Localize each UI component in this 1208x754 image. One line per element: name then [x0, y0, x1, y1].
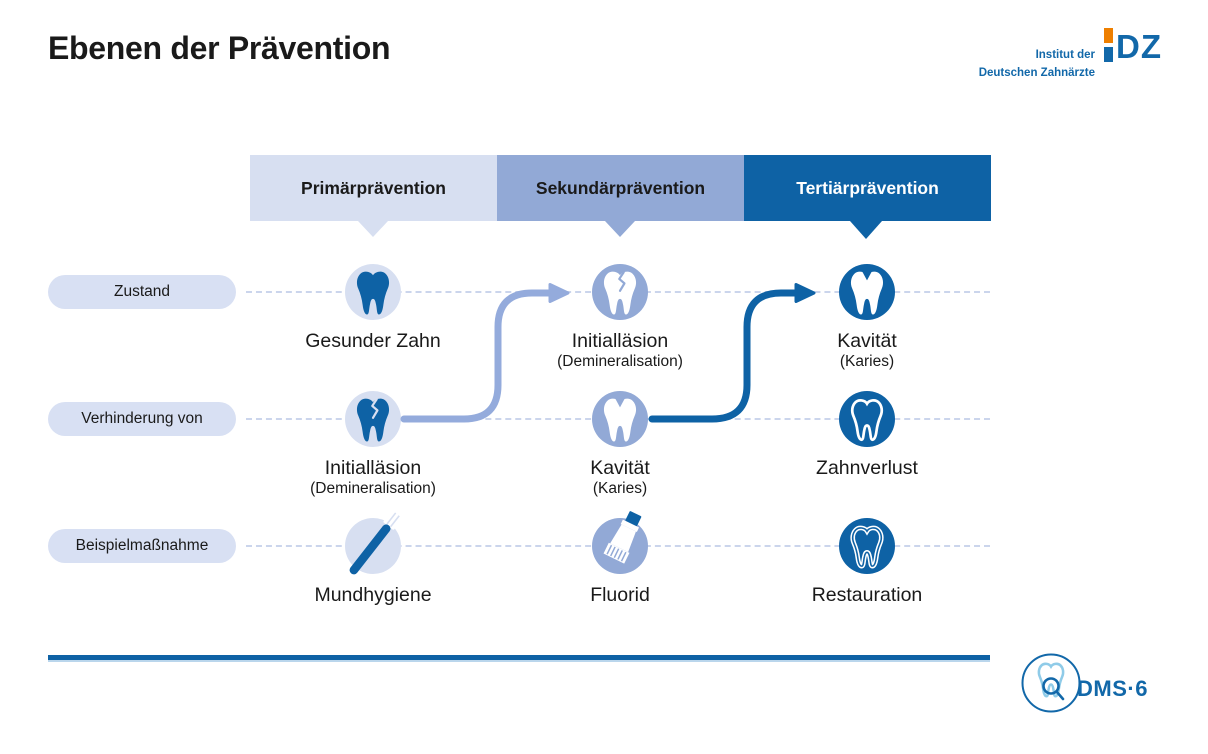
idz-logo: Institut der Deutschen Zahnärzte DZ — [979, 28, 1162, 83]
footer-rule — [48, 655, 990, 660]
column-header-sekundaerpraevention: Sekundärprävention — [497, 155, 744, 221]
cell-verhinderung-tertiaer: Zahnverlust — [742, 377, 992, 480]
cell-massnahme-sekundaer: Fluorid — [495, 504, 745, 607]
row-label-beispielmassnahme: Beispielmaßnahme — [48, 529, 236, 563]
idz-logo-line2: Deutschen Zahnärzte — [978, 66, 1095, 79]
cell-title: Kavität — [837, 330, 897, 352]
cell-title: Kavität — [590, 457, 650, 479]
cell-zustand-sekundaer: Initialläsion (Demineralisation) — [495, 250, 745, 371]
idz-wordmark-letters: DZ — [1116, 27, 1162, 65]
header-pointer-triangle — [850, 221, 882, 239]
tooth-loss-icon — [839, 391, 895, 447]
tooth-initial-lesion-icon — [345, 391, 401, 447]
idz-i-glyph-icon — [1104, 28, 1113, 62]
page-title: Ebenen der Prävention — [48, 30, 391, 66]
cell-verhinderung-sekundaer: Kavität (Karies) — [495, 377, 745, 498]
idz-orange-dot — [1104, 28, 1113, 43]
cell-subtitle: (Karies) — [592, 480, 648, 498]
dms6-label: DMS·6 — [1077, 676, 1148, 701]
tooth-cavity-icon — [839, 264, 895, 320]
tooth-healthy-icon — [345, 264, 401, 320]
cell-title: Mundhygiene — [314, 584, 432, 606]
column-header-tertiaerpraevention: Tertiärprävention — [744, 155, 991, 221]
idz-logo-text: Institut der Deutschen Zahnärzte — [979, 47, 1095, 83]
cell-subtitle: (Demineralisation) — [557, 353, 683, 371]
cell-title: Gesunder Zahn — [305, 330, 441, 352]
header-pointer-triangle — [605, 221, 635, 237]
cell-massnahme-primaer: Mundhygiene — [248, 504, 498, 607]
cell-zustand-primaer: Gesunder Zahn — [248, 250, 498, 353]
idz-wordmark-icon: DZ — [1104, 27, 1162, 65]
dms6-logo: DMS·6 — [1020, 650, 1148, 716]
cell-subtitle: (Karies) — [839, 353, 895, 371]
column-header-primaerpraevention: Primärprävention — [250, 155, 497, 221]
column-header-band: Primärprävention Sekundärprävention Tert… — [250, 155, 991, 221]
tooth-initial-lesion-icon — [592, 264, 648, 320]
idz-blue-stem — [1104, 47, 1113, 62]
cell-title: Initialläsion — [571, 330, 669, 352]
cell-title: Zahnverlust — [816, 457, 918, 479]
cell-zustand-tertiaer: Kavität (Karies) — [742, 250, 992, 371]
cell-massnahme-tertiaer: Restauration — [742, 504, 992, 607]
toothpaste-icon — [592, 511, 648, 574]
tooth-restoration-icon — [839, 518, 895, 574]
header-pointer-triangle — [358, 221, 388, 237]
row-label-zustand: Zustand — [48, 275, 236, 309]
idz-logo-line1: Institut der — [1035, 49, 1095, 61]
tooth-cavity-icon — [592, 391, 648, 447]
cell-title: Restauration — [811, 584, 923, 606]
cell-verhinderung-primaer: Initialläsion (Demineralisation) — [248, 377, 498, 498]
cell-title: Fluorid — [590, 584, 650, 606]
dms6-tooth-magnifier-icon — [1021, 653, 1081, 713]
row-label-verhinderung-von: Verhinderung von — [48, 402, 236, 436]
toothbrush-icon — [345, 509, 403, 575]
cell-title: Initialläsion — [324, 457, 422, 479]
cell-subtitle: (Demineralisation) — [310, 480, 436, 498]
